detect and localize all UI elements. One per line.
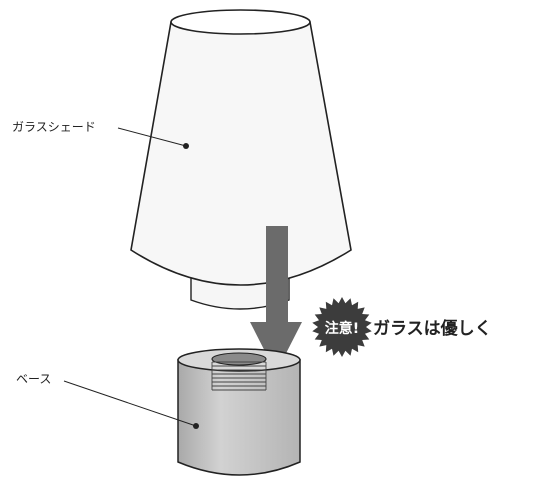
base-leader xyxy=(63,380,197,427)
shade-top-rim xyxy=(170,9,311,35)
glass-shade-leader-dot xyxy=(183,143,189,149)
glass-shade-leader xyxy=(117,127,187,147)
base-leader-dot xyxy=(193,423,199,429)
callout-glass-shade: ガラスシェード xyxy=(12,120,189,149)
caution-badge-icon xyxy=(312,297,372,357)
base-socket-opening xyxy=(211,352,267,366)
base xyxy=(177,348,301,476)
glass-shade-label: ガラスシェード xyxy=(12,120,96,134)
warning-callout: 注意! ガラスは優しく xyxy=(312,297,492,357)
shade-body xyxy=(130,21,352,286)
down-arrow-icon xyxy=(250,226,302,373)
glass-shade xyxy=(130,9,352,310)
caution-badge-text: 注意! xyxy=(325,320,359,337)
base-body xyxy=(177,359,301,476)
callout-base: ベース xyxy=(16,372,199,429)
warning-message: ガラスは優しく xyxy=(373,318,492,339)
base-label: ベース xyxy=(16,372,51,386)
base-socket-threads xyxy=(211,361,267,391)
